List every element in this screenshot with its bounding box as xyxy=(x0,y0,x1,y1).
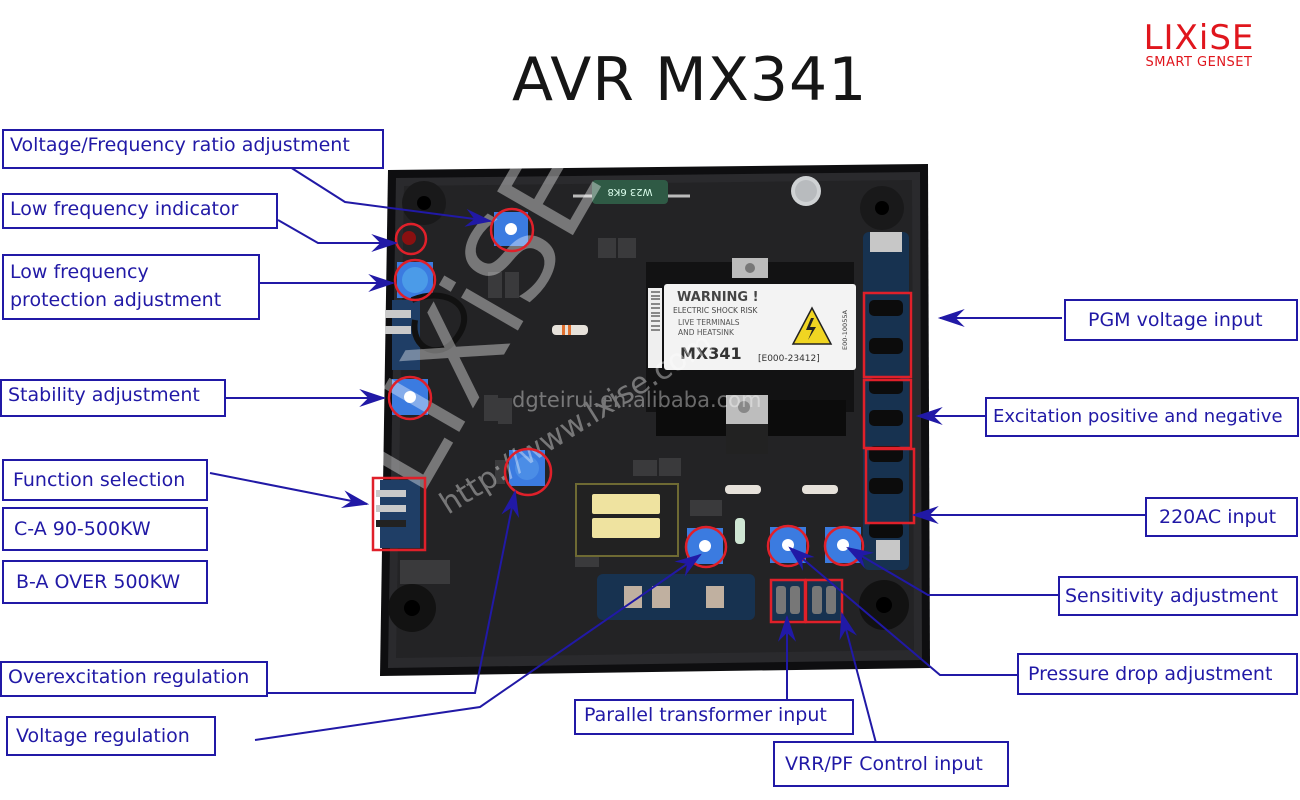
function-selection-terminals xyxy=(376,480,420,548)
brand-logo: LIXiSE SMART GENSET xyxy=(1128,20,1270,70)
callout-vf-ratio-adjustment: Voltage/Frequency ratio adjustment xyxy=(2,129,384,169)
model-number: MX341 xyxy=(680,344,742,363)
left-terminal-block-upper xyxy=(385,292,468,370)
high-voltage-warning-icon xyxy=(791,306,833,345)
callout-label: Voltage/Frequency ratio adjustment xyxy=(10,134,350,156)
leader-function-selection xyxy=(209,472,370,509)
callout-label-line1: Low frequency xyxy=(10,261,149,283)
callout-b-a-range: B-A OVER 500KW xyxy=(2,560,208,604)
callout-label: Stability adjustment xyxy=(8,384,200,406)
callout-low-frequency-protection-adjustment: Low frequency protection adjustment xyxy=(2,254,260,320)
low-frequency-led xyxy=(402,231,416,245)
callout-pgm-voltage-input: PGM voltage input xyxy=(1064,299,1298,341)
transformer xyxy=(575,483,679,557)
leader-low-freq-indicator xyxy=(277,219,399,252)
smd-components xyxy=(400,238,722,584)
callout-label: Excitation positive and negative xyxy=(993,406,1283,427)
low-frequency-protection-potentiometer xyxy=(397,262,433,298)
resistor-marking: W23 6K8 xyxy=(607,186,652,197)
callout-label: Low frequency indicator xyxy=(10,198,239,220)
callout-label: PGM voltage input xyxy=(1088,309,1263,331)
leader-lines xyxy=(209,166,1145,744)
callout-label-line2: protection adjustment xyxy=(10,289,222,311)
callout-label: Sensitivity adjustment xyxy=(1065,585,1279,607)
callout-stability-adjustment: Stability adjustment xyxy=(0,379,226,417)
callout-label: Voltage regulation xyxy=(16,725,190,747)
callout-label: Pressure drop adjustment xyxy=(1028,663,1273,685)
power-resistor: W23 6K8 xyxy=(573,180,690,204)
right-terminal-strip xyxy=(863,232,909,570)
callout-vrr-pf-control-input: VRR/PF Control input xyxy=(773,741,1009,787)
shock-risk-text: ELECTRIC SHOCK RISK xyxy=(673,306,759,315)
callout-sensitivity-adjustment: Sensitivity adjustment xyxy=(1058,576,1298,616)
logo-tagline: SMART GENSET xyxy=(1145,55,1253,70)
callout-label: VRR/PF Control input xyxy=(785,753,983,775)
warning-heading: WARNING ! xyxy=(677,290,759,305)
stability-potentiometer xyxy=(392,379,428,415)
callout-c-a-range: C-A 90-500KW xyxy=(2,507,208,551)
mounting-holes xyxy=(388,181,909,632)
callout-function-selection: Function selection xyxy=(2,459,208,501)
live-terminals-text: LIVE TERMINALS xyxy=(678,318,740,327)
callout-label: B-A OVER 500KW xyxy=(16,571,181,593)
part-code: [E000-23412] xyxy=(758,354,820,364)
callout-excitation-positive-negative: Excitation positive and negative xyxy=(985,397,1299,437)
leader-vf-ratio xyxy=(289,166,493,227)
watermark-store: dgteirui.en.alibaba.com xyxy=(512,388,761,412)
page-title: AVR MX341 xyxy=(512,45,868,115)
callout-voltage-regulation: Voltage regulation xyxy=(6,716,216,756)
voltage-regulation-potentiometer xyxy=(509,450,545,486)
callout-pressure-drop-adjustment: Pressure drop adjustment xyxy=(1017,653,1298,695)
callout-220ac-input: 220AC input xyxy=(1145,497,1298,537)
side-code: E00-10055A xyxy=(841,310,849,350)
bottom-terminal-block xyxy=(597,574,755,620)
small-resistors xyxy=(552,325,838,544)
vrr-pf-terminals xyxy=(808,580,842,620)
callout-label: 220AC input xyxy=(1159,506,1277,528)
leader-voltage-regulation xyxy=(254,553,702,741)
callout-low-frequency-indicator: Low frequency indicator xyxy=(2,193,278,229)
callout-label: Parallel transformer input xyxy=(584,704,827,726)
callout-label: C-A 90-500KW xyxy=(14,518,151,540)
callout-label: Function selection xyxy=(13,469,186,491)
leader-sensitivity xyxy=(846,546,1060,596)
leader-pressure-drop xyxy=(788,546,1020,676)
heatsink-text: AND HEATSINK xyxy=(678,328,735,337)
electrolytic-capacitor xyxy=(791,176,821,206)
parallel-transformer-terminals xyxy=(772,580,806,620)
callout-overexcitation-regulation: Overexcitation regulation xyxy=(0,661,268,697)
vf-ratio-potentiometer xyxy=(494,212,528,246)
overexcitation-potentiometer xyxy=(687,528,723,564)
leader-overexcitation xyxy=(268,489,519,694)
callout-parallel-transformer-input: Parallel transformer input xyxy=(574,699,854,735)
warning-label: WARNING ! ELECTRIC SHOCK RISK LIVE TERMI… xyxy=(648,284,856,370)
barcode xyxy=(651,291,660,331)
callout-label: Overexcitation regulation xyxy=(8,666,250,688)
leader-vrr-pf xyxy=(839,611,877,744)
logo-brand-text: LIXiSE xyxy=(1143,18,1255,58)
